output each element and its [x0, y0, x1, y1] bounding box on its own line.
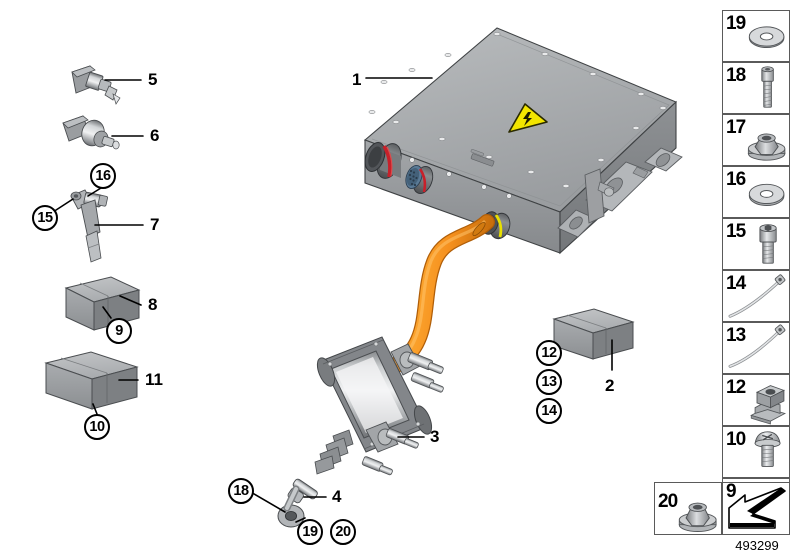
legend-number-9: 9 — [726, 481, 737, 502]
callout-5: 5 — [148, 70, 158, 89]
legend-cell-19[interactable]: 19 — [722, 10, 790, 62]
callout-circle-12: 12 — [536, 340, 562, 366]
part-5-temperature-sensor — [71, 65, 121, 105]
high-voltage-warning-icon — [508, 103, 548, 133]
legend-cell-17[interactable]: 17 — [722, 114, 790, 166]
direction-arrow-cell — [722, 482, 790, 535]
callout-4: 4 — [332, 487, 342, 506]
callout-3: 3 — [430, 427, 440, 446]
part-4-support-strut — [277, 429, 354, 528]
collar-nut-icon — [655, 502, 721, 538]
callout-11: 11 — [145, 370, 163, 389]
mounting-flanges — [557, 147, 683, 238]
legend-number-20: 20 — [658, 491, 678, 512]
callout-circle-9: 9 — [106, 318, 132, 344]
legend-number-16: 16 — [726, 169, 746, 190]
part-11-repair-kit-box — [44, 351, 139, 410]
label-slot — [470, 149, 495, 167]
cable-tie-icon — [723, 323, 789, 373]
callout-circle-18: 18 — [228, 478, 254, 504]
stud-bolt-icon — [723, 63, 789, 113]
part-1-control-unit — [363, 27, 683, 255]
leader-lines — [52, 77, 613, 523]
callout-6: 6 — [150, 126, 160, 145]
legend-cell-15[interactable]: 15 — [722, 218, 790, 270]
signal-connector-blue — [405, 164, 434, 194]
clamp-nut-icon — [723, 375, 789, 425]
collar-nut-icon — [723, 115, 789, 165]
diagram-id-label: 493299 — [735, 538, 779, 553]
pump-lower-mount — [361, 421, 419, 476]
legend-cell-16[interactable]: 16 — [722, 166, 790, 218]
callout-circle-10: 10 — [84, 414, 110, 440]
legend-cell-14[interactable]: 14 — [722, 270, 790, 322]
pump-upper-mount — [390, 343, 444, 393]
callout-circle-15: 15 — [32, 205, 58, 231]
callout-circle-20: 20 — [330, 519, 356, 545]
rubber-bellows — [314, 429, 354, 475]
legend-number-18: 18 — [726, 65, 746, 86]
callout-circle-16: 16 — [90, 163, 116, 189]
legend-cell-12[interactable]: 12 — [722, 374, 790, 426]
callout-7: 7 — [150, 215, 160, 234]
legend-cell-18[interactable]: 18 — [722, 62, 790, 114]
part-2-repair-kit-box — [552, 308, 635, 360]
cap-screw-icon — [723, 219, 789, 269]
legend-cell-10[interactable]: 10 — [722, 426, 790, 478]
part-6-pressure-sensor — [62, 115, 120, 150]
legend-number-15: 15 — [726, 221, 746, 242]
legend-number-17: 17 — [726, 117, 746, 138]
part-3-coolant-pump — [316, 336, 444, 476]
cable-tie-icon — [723, 271, 789, 321]
callout-circle-14: 14 — [536, 398, 562, 424]
legend-cell-20[interactable]: 20 — [654, 482, 722, 535]
oval-head-screw-icon — [723, 427, 789, 477]
legend-number-10: 10 — [726, 429, 746, 450]
callout-8: 8 — [148, 295, 158, 314]
callout-1: 1 — [352, 70, 362, 89]
legend-number-13: 13 — [726, 325, 746, 346]
parts-legend-sidebar: 19 18 — [722, 10, 790, 535]
legend-number-14: 14 — [726, 273, 746, 294]
callout-circle-13: 13 — [536, 369, 562, 395]
flat-washer-icon — [723, 167, 789, 217]
legend-cell-13[interactable]: 13 — [722, 322, 790, 374]
flat-washer-icon — [723, 11, 789, 61]
part-7-sensor-bracket — [70, 189, 108, 263]
legend-number-19: 19 — [726, 13, 746, 34]
hv-connector-red — [364, 142, 402, 179]
callout-2: 2 — [605, 376, 615, 395]
legend-number-12: 12 — [726, 377, 746, 398]
callout-circle-19: 19 — [297, 519, 323, 545]
